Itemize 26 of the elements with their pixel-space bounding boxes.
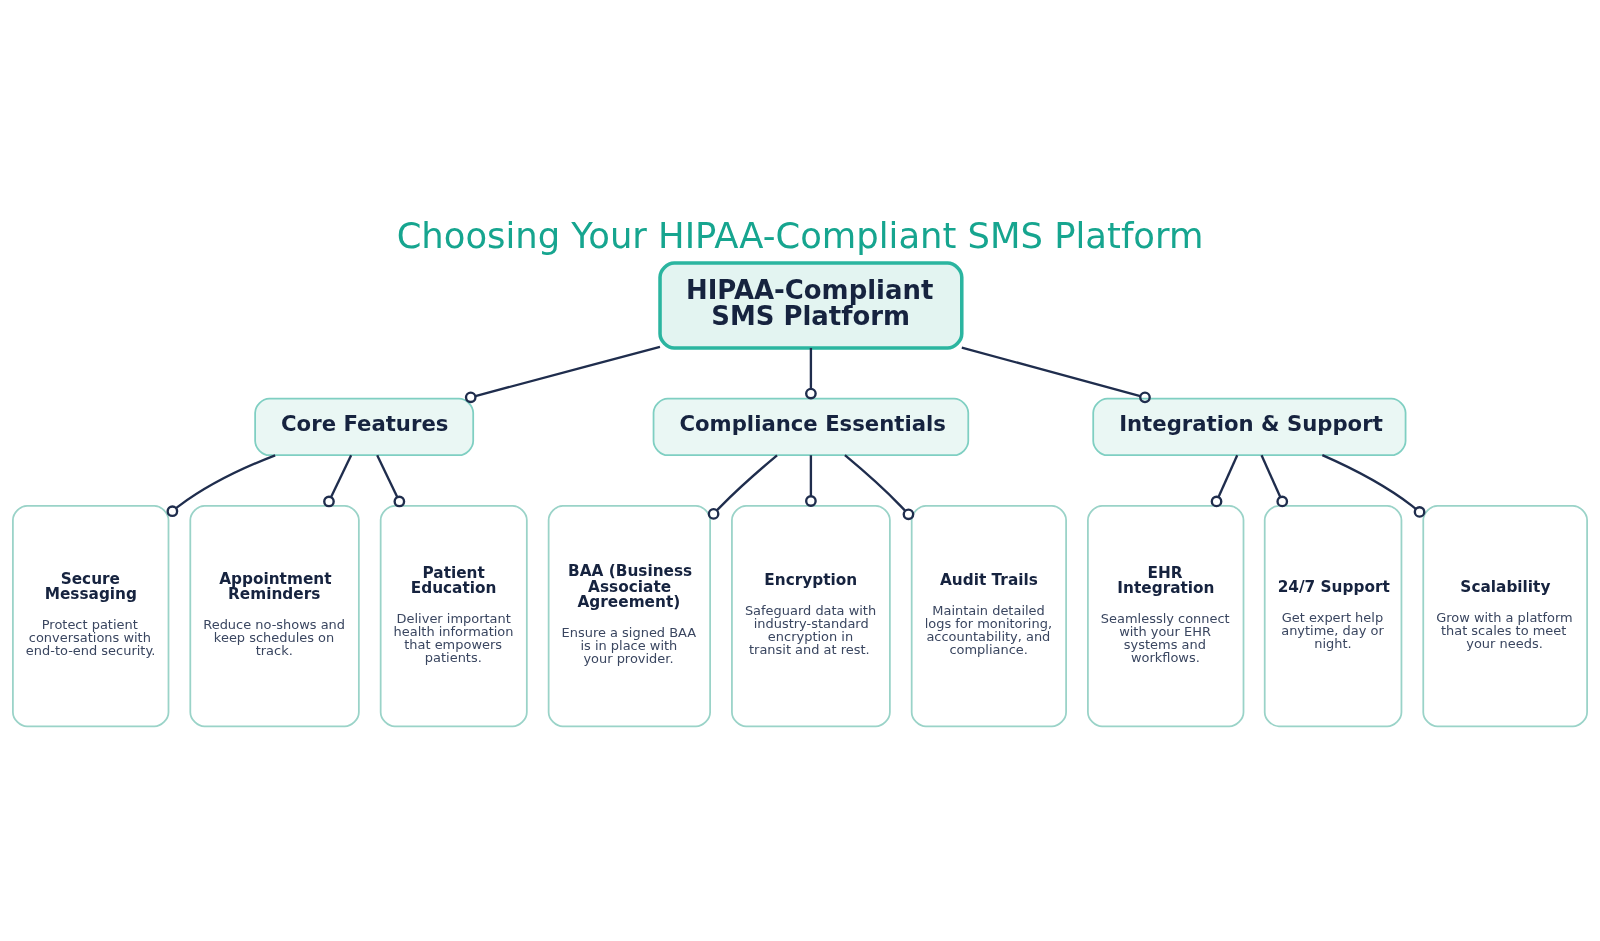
node-box: Encryption Safeguard data with industry-standard encryption in transit and at rest. xyxy=(731,504,891,728)
connector xyxy=(707,454,778,520)
node-box: Core Features xyxy=(254,397,475,457)
node-box: Scalability Grow with a platform that scales to meet your needs. xyxy=(1422,504,1588,728)
node-box: Patient Education Deliver important health information that empowers patients. xyxy=(379,504,528,728)
node-box: HIPAA-Compliant SMS Platform xyxy=(658,261,964,350)
connector xyxy=(805,455,817,507)
connector xyxy=(805,347,817,400)
node-box: Audit Trails Maintain detailed logs for monitoring, accountability, and compliance. xyxy=(910,504,1067,728)
connector xyxy=(844,454,915,521)
node-box: EHR Integration Seamlessly connect with your EHR systems and workflows. xyxy=(1087,504,1245,728)
connector xyxy=(464,345,661,404)
connector xyxy=(1210,454,1239,508)
node-box: 24/7 Support Get expert help anytime, day or night. xyxy=(1263,504,1403,728)
connector xyxy=(376,454,406,508)
connector xyxy=(961,346,1151,404)
connector xyxy=(323,454,353,508)
node-box: Appointment Reminders Reduce no-shows and keep schedules on track. xyxy=(189,504,360,728)
node-box: BAA (Business Associate Agreement) Ensure a signed BAA is in place with your provider. xyxy=(547,504,711,728)
node-box: Integration & Support xyxy=(1092,397,1407,457)
connector xyxy=(1321,454,1426,518)
diagram-title: Choosing Your HIPAA-Compliant SMS Platform xyxy=(396,214,1204,256)
connector xyxy=(166,454,276,518)
node-box: Secure Messaging Protect patient conversations with end-to-end security. xyxy=(12,504,170,728)
node-box: Compliance Essentials xyxy=(652,397,970,457)
connector xyxy=(1260,454,1289,508)
